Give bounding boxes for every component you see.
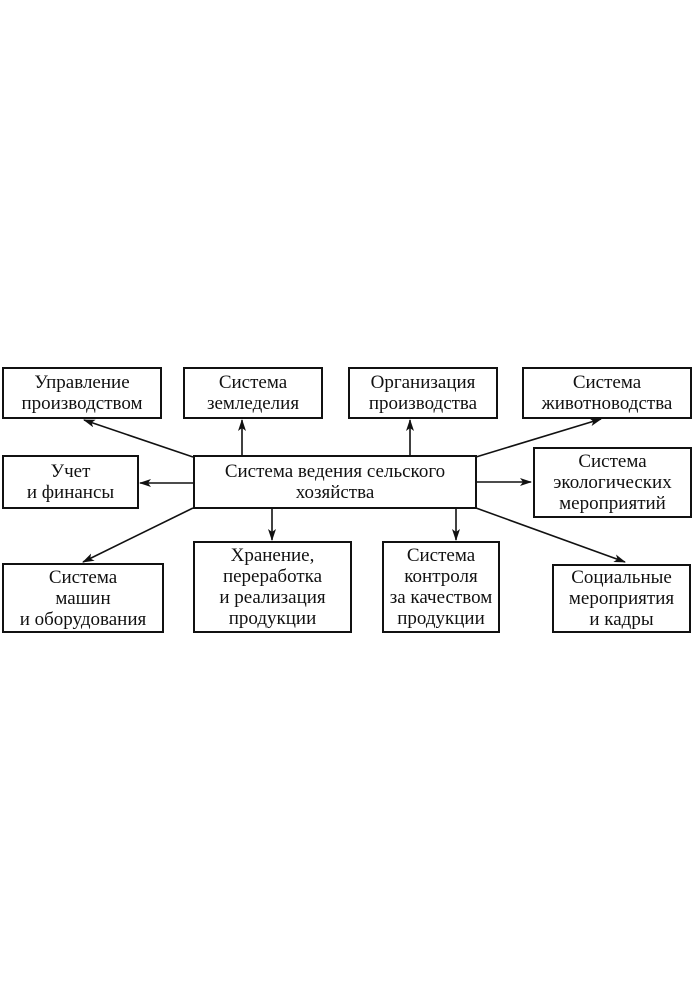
node-farming: Система земледелия: [183, 367, 323, 419]
edge-center-social: [475, 507, 626, 563]
node-quality: Система контроля за качеством продукции: [382, 541, 500, 633]
node-livestock: Система животноводства: [522, 367, 692, 419]
node-storage: Хранение, переработка и реализация проду…: [193, 541, 352, 633]
node-organization: Организация производства: [348, 367, 498, 419]
node-management: Управление производством: [2, 367, 162, 419]
edge-center-machinery: [82, 507, 194, 563]
node-accounting: Учет и финансы: [2, 455, 139, 509]
edge-center-livestock: [475, 418, 602, 458]
center-node: Система ведения сельского хозяйства: [193, 455, 477, 509]
edge-center-management: [83, 419, 194, 458]
node-machinery: Система машин и оборудования: [2, 563, 164, 633]
node-social: Социальные мероприятия и кадры: [552, 564, 691, 633]
node-ecology: Система экологических мероприятий: [533, 447, 692, 518]
